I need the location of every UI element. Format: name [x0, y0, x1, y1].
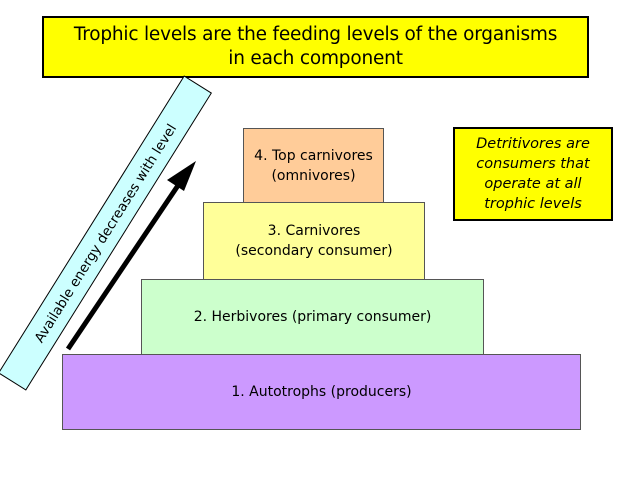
title-line-1: Trophic levels are the feeding levels of… — [73, 24, 558, 45]
pyramid-level-autotrophs: 1. Autotrophs (producers) — [62, 354, 581, 430]
level-label-line-2: (omnivores) — [271, 167, 356, 184]
level-label-line-1: 4. Top carnivores — [254, 147, 373, 164]
level-label-line-1: 1. Autotrophs (producers) — [231, 384, 412, 400]
title-line-2: in each component — [228, 48, 403, 69]
detritivores-line-2: consumers that — [476, 156, 590, 172]
detritivores-line-1: Detritivores are — [476, 136, 590, 152]
pyramid-level-carnivores: 3. Carnivores (secondary consumer) — [203, 202, 425, 280]
pyramid-level-herbivores: 2. Herbivores (primary consumer) — [141, 279, 484, 355]
title-box: Trophic levels are the feeding levels of… — [42, 16, 589, 78]
detritivores-note: Detritivores are consumers that operate … — [453, 127, 613, 221]
detritivores-line-4: trophic levels — [484, 196, 582, 212]
pyramid-level-top-carnivores: 4. Top carnivores (omnivores) — [243, 128, 384, 203]
level-label-line-1: 2. Herbivores (primary consumer) — [193, 309, 432, 325]
level-label-line-1: 3. Carnivores — [267, 223, 361, 239]
level-label-line-2: (secondary consumer) — [235, 243, 393, 259]
detritivores-line-3: operate at all — [484, 176, 582, 192]
